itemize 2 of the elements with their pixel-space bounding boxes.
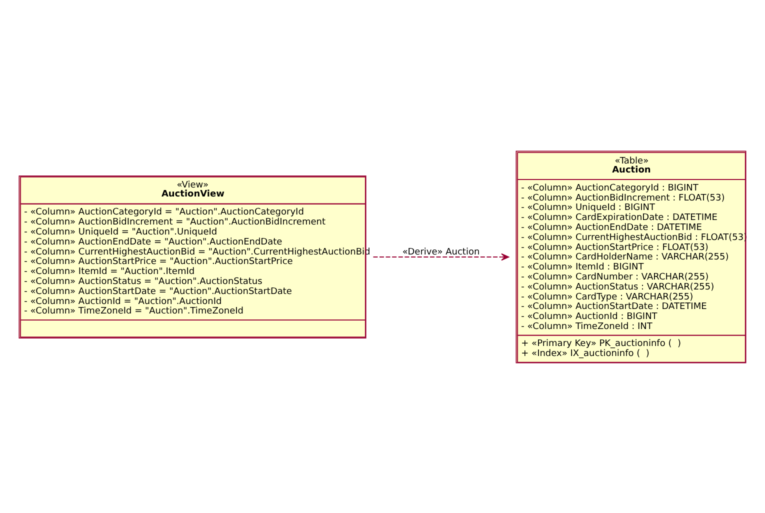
edge-label: «Derive» Auction bbox=[402, 246, 480, 257]
arrow bbox=[372, 252, 510, 260]
